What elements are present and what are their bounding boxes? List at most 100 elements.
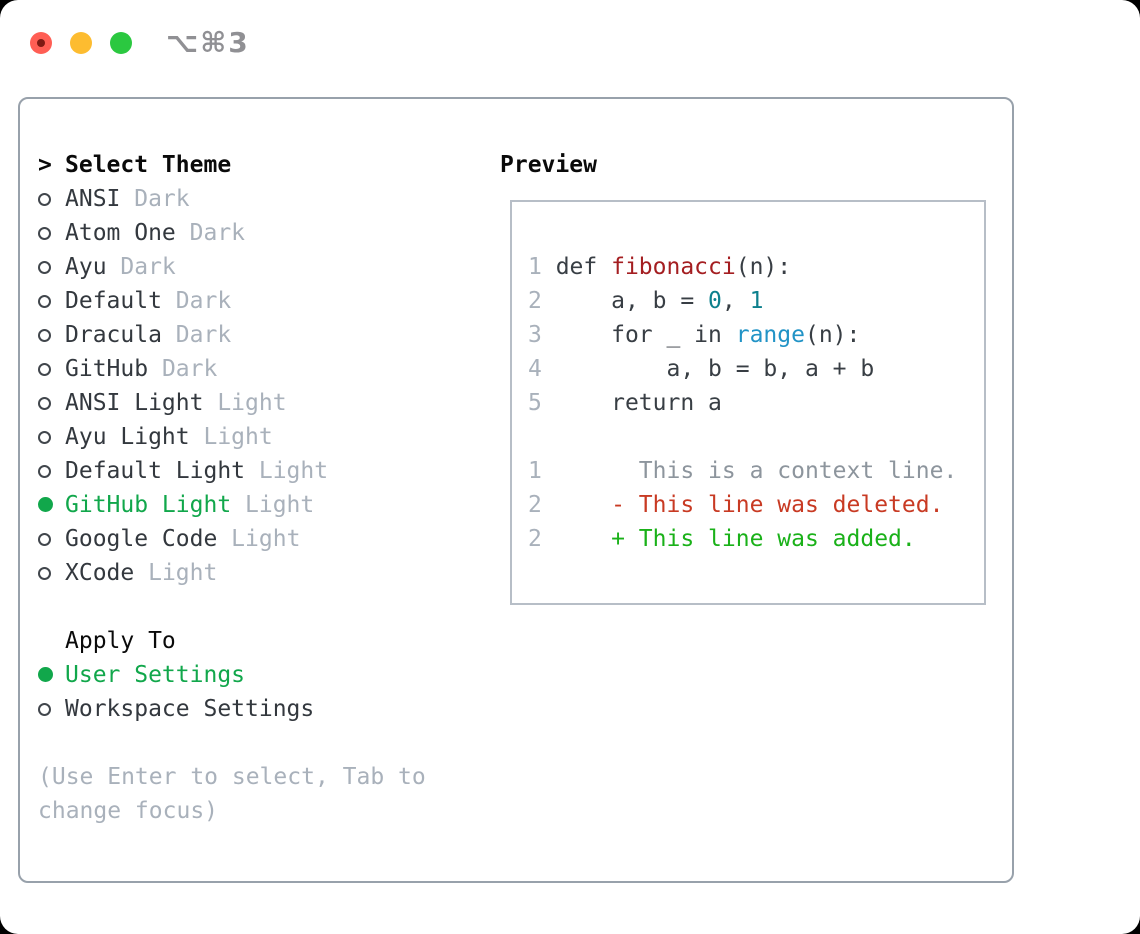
radio-cell [38, 454, 65, 488]
theme-item-name: GitHub [65, 356, 149, 382]
radio-cell [38, 318, 65, 352]
zoom-button-icon[interactable] [110, 31, 132, 54]
preview-code-line: 2 - This line was deleted. [528, 488, 984, 522]
apply-option-label: Workspace Settings [65, 696, 315, 722]
preview-code-line: 2 a, b = 0, 1 [528, 284, 984, 318]
code-token-function: fibonacci [611, 254, 736, 280]
line-number: 5 [528, 390, 556, 416]
theme-item-ansi[interactable]: ANSI Dark [38, 182, 328, 216]
theme-item-name: Default Light [65, 458, 246, 484]
theme-item-default[interactable]: Default Dark [38, 284, 328, 318]
theme-item-name: Ayu Light [65, 424, 190, 450]
radio-unselected-icon [38, 363, 51, 376]
preview-code-line: 1 def fibonacci(n): [528, 250, 984, 284]
radio-cell [38, 386, 65, 420]
preview-code-line: 3 for _ in range(n): [528, 318, 984, 352]
theme-item-atom-one[interactable]: Atom One Dark [38, 216, 328, 250]
radio-cell [38, 352, 65, 386]
theme-item-github-light[interactable]: GitHub Light Light [38, 488, 328, 522]
window-title: ⌥⌘3 [166, 26, 250, 59]
radio-cell [38, 216, 65, 250]
theme-item-google-code[interactable]: Google Code Light [38, 522, 328, 556]
theme-item-ayu-light[interactable]: Ayu Light Light [38, 420, 328, 454]
line-number: 2 [528, 288, 556, 314]
header-marker-cell: > [38, 148, 65, 182]
theme-list-title: Select Theme [65, 152, 232, 178]
theme-item-variant: Dark [161, 288, 232, 314]
theme-item-dracula[interactable]: Dracula Dark [38, 318, 328, 352]
apply-option-label: User Settings [65, 662, 246, 688]
theme-item-variant: Light [134, 560, 218, 586]
radio-unselected-icon [38, 193, 51, 206]
code-token-code: return a [555, 390, 722, 416]
theme-item-xcode[interactable]: XCode Light [38, 556, 328, 590]
theme-item-variant: Light [245, 458, 329, 484]
theme-item-variant: Dark [148, 356, 218, 382]
preview-code-line: 2 + This line was added. [528, 522, 984, 556]
radio-cell [38, 284, 65, 318]
apply-to-title: Apply To [65, 628, 176, 654]
code-token-code: (n): [735, 254, 792, 280]
radio-unselected-icon [38, 295, 51, 308]
apply-option-user-settings[interactable]: User Settings [38, 658, 328, 692]
code-token-code: for _ in [555, 322, 736, 348]
theme-item-name: Default [65, 288, 162, 314]
close-button-icon[interactable] [30, 31, 52, 54]
theme-item-variant: Light [231, 492, 315, 518]
radio-cell [38, 182, 65, 216]
radio-unselected-icon [38, 703, 51, 716]
theme-item-github[interactable]: GitHub Dark [38, 352, 328, 386]
preview-title: Preview [500, 152, 597, 178]
radio-selected-icon [38, 497, 53, 512]
preview-code-line: 4 a, b = b, a + b [528, 352, 984, 386]
radio-unselected-icon [38, 465, 51, 478]
line-number: 2 [528, 492, 556, 518]
theme-item-name: XCode [65, 560, 135, 586]
radio-cell [38, 420, 65, 454]
theme-item-name: Dracula [65, 322, 162, 348]
radio-unselected-icon [38, 533, 51, 546]
keyboard-hint: (Use Enter to select, Tab to change focu… [38, 764, 426, 824]
code-token-builtin: range [735, 322, 805, 348]
cursor-marker-icon: > [38, 152, 52, 178]
line-number: 1 [528, 458, 556, 484]
theme-item-name: ANSI Light [65, 390, 204, 416]
radio-cell [38, 692, 65, 726]
radio-cell [38, 522, 65, 556]
apply-to-header: Apply To [38, 624, 328, 658]
radio-cell [38, 488, 65, 522]
theme-item-variant: Light [217, 526, 301, 552]
theme-item-name: Ayu [65, 254, 107, 280]
code-token-context: This is a context line. [555, 458, 958, 484]
theme-item-name: ANSI [65, 186, 121, 212]
preview-blank-line [528, 420, 984, 454]
radio-unselected-icon [38, 329, 51, 342]
theme-item-default-light[interactable]: Default Light Light [38, 454, 328, 488]
theme-item-variant: Dark [120, 186, 190, 212]
theme-item-name: GitHub Light [65, 492, 232, 518]
theme-item-ayu[interactable]: Ayu Dark [38, 250, 328, 284]
code-token-code: a, b = [555, 288, 709, 314]
minimize-button-icon[interactable] [70, 31, 92, 54]
theme-item-ansi-light[interactable]: ANSI Light Light [38, 386, 328, 420]
theme-item-variant: Dark [106, 254, 176, 280]
title-bar: ⌥⌘3 [30, 26, 250, 59]
code-token-code: (n): [804, 322, 861, 348]
theme-item-variant: Dark [175, 220, 246, 246]
line-number: 1 [528, 254, 556, 280]
code-token-code: , [721, 288, 750, 314]
theme-list-header: > Select Theme [38, 148, 328, 182]
radio-unselected-icon [38, 397, 51, 410]
radio-cell [38, 250, 65, 284]
theme-item-name: Atom One [65, 220, 176, 246]
preview-code-line: 1 This is a context line. [528, 454, 984, 488]
radio-unselected-icon [38, 261, 51, 274]
radio-selected-icon [38, 667, 53, 682]
code-token-deleted: - This line was deleted. [555, 492, 944, 518]
apply-option-workspace-settings[interactable]: Workspace Settings [38, 692, 328, 726]
theme-item-variant: Dark [161, 322, 232, 348]
